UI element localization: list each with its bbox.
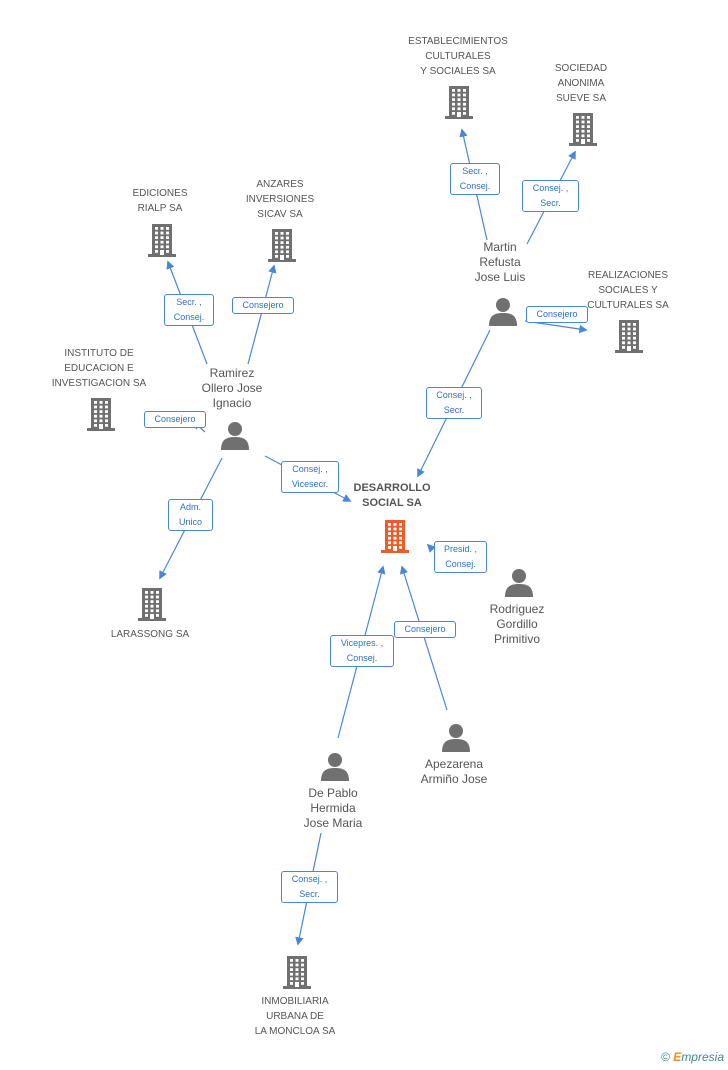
company-label-larassong[interactable]: LARASSONG SA xyxy=(110,629,190,640)
person-label-martin[interactable]: Martin Refusta Jose Luis xyxy=(474,240,526,284)
copyright-icon: © xyxy=(661,1050,670,1064)
relationship-edge xyxy=(247,264,277,365)
building-icon[interactable] xyxy=(146,223,178,262)
company-label-rialp[interactable]: EDICIONES RIALP SA xyxy=(132,188,188,214)
role-box-depablo-main[interactable]: Vicepres. , Consej. xyxy=(330,635,394,667)
person-icon[interactable] xyxy=(488,296,518,331)
role-box-martin-realizaciones[interactable]: Consejero xyxy=(526,306,588,323)
company-label-sueve[interactable]: SOCIEDAD ANONIMA SUEVE SA xyxy=(554,63,608,104)
person-icon[interactable] xyxy=(220,420,250,455)
role-box-ramirez-larassong[interactable]: Adm. Unico xyxy=(168,499,213,531)
company-label-inmobiliaria[interactable]: INMOBILIARIA URBANA DE LA MONCLOA SA xyxy=(254,996,336,1037)
role-box-martin-sueve[interactable]: Consej. , Secr. xyxy=(522,180,579,212)
person-label-rodriguez[interactable]: Rodriguez Gordillo Primitivo xyxy=(489,602,545,646)
person-label-ramirez[interactable]: Ramirez Ollero Jose Ignacio xyxy=(201,366,263,410)
person-icon[interactable] xyxy=(441,722,471,757)
building-icon[interactable] xyxy=(136,587,168,626)
company-label-realizaciones[interactable]: REALIZACIONES SOCIALES Y CULTURALES SA xyxy=(587,270,669,311)
building-icon[interactable] xyxy=(266,228,298,267)
main-company-label[interactable]: DESARROLLO SOCIAL SA xyxy=(353,482,431,509)
role-box-ramirez-main[interactable]: Consej. , Vicesecr. xyxy=(281,461,339,493)
role-box-apezarena-main[interactable]: Consejero xyxy=(394,621,456,638)
company-label-establecimientos[interactable]: ESTABLECIMIENTOS CULTURALES Y SOCIALES S… xyxy=(408,36,508,77)
relationship-edge xyxy=(400,565,448,711)
building-icon[interactable] xyxy=(85,397,117,436)
building-icon[interactable] xyxy=(379,519,411,558)
role-box-depablo-inmobiliaria[interactable]: Consej. , Secr. xyxy=(281,871,338,903)
role-box-martin-main[interactable]: Consej. , Secr. xyxy=(426,387,482,419)
role-box-martin-establecimientos[interactable]: Secr. , Consej. xyxy=(450,163,500,195)
building-icon[interactable] xyxy=(281,955,313,994)
relationship-edge xyxy=(426,543,436,553)
role-box-ramirez-rialp[interactable]: Secr. , Consej. xyxy=(164,294,214,326)
company-label-instituto[interactable]: INSTITUTO DE EDUCACION E INVESTIGACION S… xyxy=(51,348,147,389)
brand-logo-name: mpresia xyxy=(681,1050,724,1064)
brand-logo-letter: E xyxy=(673,1050,682,1064)
footer-brand: © Empresia xyxy=(661,1050,724,1064)
person-icon[interactable] xyxy=(320,751,350,786)
role-box-ramirez-instituto[interactable]: Consejero xyxy=(144,411,206,428)
building-icon[interactable] xyxy=(613,319,645,358)
company-label-anzares[interactable]: ANZARES INVERSIONES SICAV SA xyxy=(245,179,315,220)
person-icon[interactable] xyxy=(504,567,534,602)
building-icon[interactable] xyxy=(443,85,475,124)
person-label-depablo[interactable]: De Pablo Hermida Jose Maria xyxy=(303,786,363,830)
role-box-ramirez-anzares[interactable]: Consejero xyxy=(232,297,294,314)
building-icon[interactable] xyxy=(567,112,599,151)
role-box-rodriguez-main[interactable]: Presid. , Consej. xyxy=(434,541,487,573)
person-label-apezarena[interactable]: Apezarena Armiño Jose xyxy=(420,757,488,786)
